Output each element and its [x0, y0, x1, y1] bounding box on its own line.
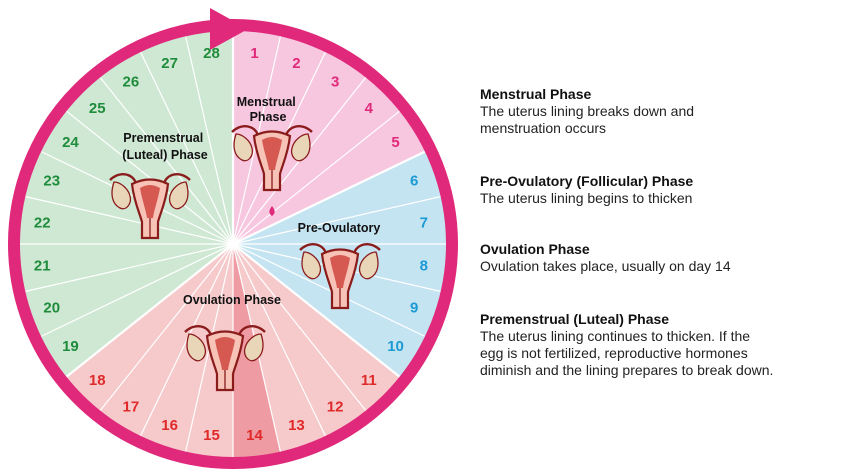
day-label-10: 10	[387, 338, 404, 355]
day-label-23: 23	[43, 173, 60, 190]
day-label-22: 22	[34, 215, 51, 232]
legend-title: Premenstrual (Luteal) Phase	[480, 311, 866, 328]
legend-description-line: Ovulation takes place, usually on day 14	[480, 258, 866, 275]
legend-description-line: menstruation occurs	[480, 120, 866, 137]
day-label-3: 3	[331, 73, 339, 90]
day-label-21: 21	[34, 257, 51, 274]
legend-title: Pre-Ovulatory (Follicular) Phase	[480, 173, 866, 190]
legend-premenstrual-phase: Premenstrual (Luteal) Phase The uterus l…	[480, 311, 866, 379]
day-label-6: 6	[410, 173, 418, 190]
day-label-16: 16	[161, 417, 178, 434]
day-label-20: 20	[43, 299, 60, 316]
day-label-18: 18	[89, 372, 106, 389]
day-label-7: 7	[420, 215, 428, 232]
day-label-19: 19	[62, 338, 79, 355]
day-label-4: 4	[365, 100, 374, 117]
ovulation-phase-label: Ovulation Phase	[183, 293, 281, 307]
menstrual-label-line-1: Menstrual	[237, 95, 296, 109]
day-label-27: 27	[161, 55, 178, 72]
legend-description-line: The uterus lining breaks down and	[480, 103, 866, 120]
premenstrual-label-line-1: Premenstrual	[123, 131, 203, 145]
day-label-1: 1	[250, 45, 258, 62]
legend-title: Menstrual Phase	[480, 86, 866, 103]
legend-description-line: The uterus lining continues to thicken. …	[480, 328, 866, 345]
day-label-8: 8	[420, 257, 428, 274]
cycle-wheel: 1234567891011121314151617181920212223242…	[0, 0, 470, 475]
day-label-14: 14	[246, 427, 263, 444]
day-label-15: 15	[203, 427, 220, 444]
day-label-5: 5	[391, 134, 399, 151]
day-label-12: 12	[327, 399, 344, 416]
preovulatory-phase-label: Pre-Ovulatory	[298, 221, 381, 235]
day-label-9: 9	[410, 299, 418, 316]
day-label-24: 24	[62, 134, 79, 151]
menstrual-label-line-2: Phase	[250, 110, 287, 124]
legend-description-line: egg is not fertilized, reproductive horm…	[480, 345, 866, 362]
day-label-13: 13	[288, 417, 305, 434]
day-label-11: 11	[361, 372, 377, 389]
legend-title: Ovulation Phase	[480, 241, 866, 258]
day-label-2: 2	[292, 55, 300, 72]
day-label-28: 28	[203, 45, 220, 62]
day-label-26: 26	[123, 73, 140, 90]
day-label-25: 25	[89, 100, 106, 117]
premenstrual-label-line-2: (Luteal) Phase	[122, 148, 207, 162]
legend-description-line: The uterus lining begins to thicken	[480, 190, 866, 207]
legend-menstrual-phase: Menstrual Phase The uterus lining breaks…	[480, 86, 866, 137]
legend-description-line: diminish and the lining prepares to brea…	[480, 362, 866, 379]
day-label-17: 17	[123, 399, 140, 416]
legend-preovulatory-phase: Pre-Ovulatory (Follicular) Phase The ute…	[480, 173, 866, 207]
legend-ovulation-phase: Ovulation Phase Ovulation takes place, u…	[480, 241, 866, 275]
